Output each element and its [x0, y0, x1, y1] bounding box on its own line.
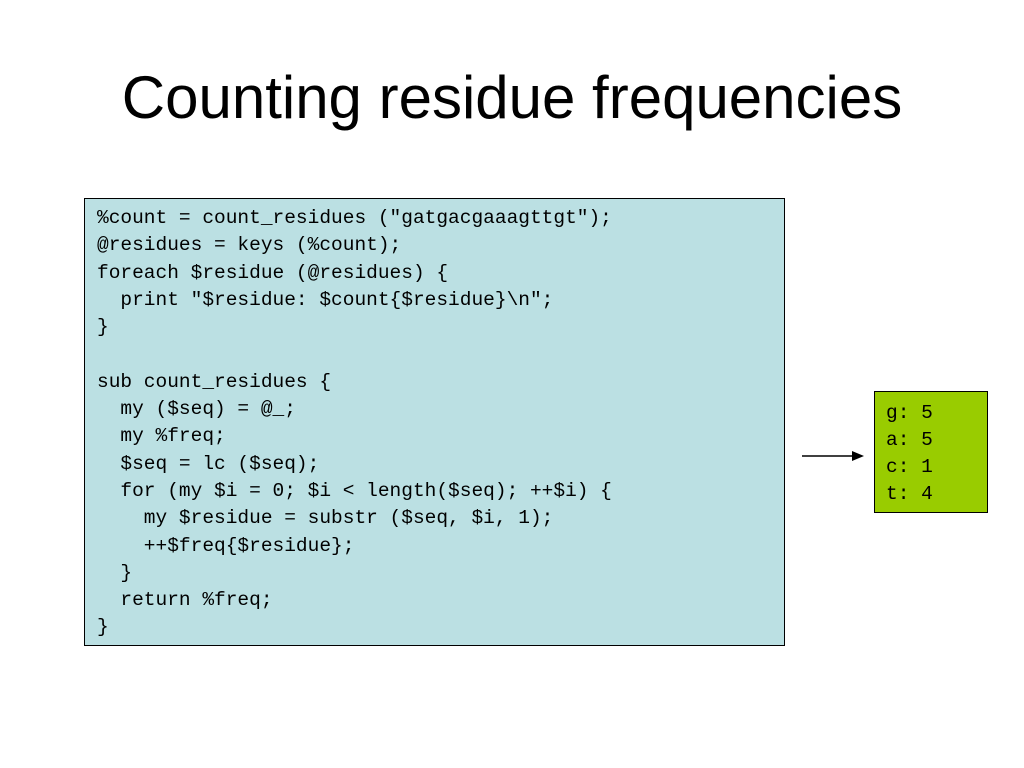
code-line: foreach $residue (@residues) { [97, 261, 449, 284]
code-line: %count = count_residues ("gatgacgaaagttg… [97, 207, 612, 229]
code-line [97, 341, 784, 368]
arrow-right-icon [802, 451, 864, 461]
code-block: %count = count_residues ("gatgacgaaagttg… [84, 198, 785, 646]
code-line: } [97, 316, 109, 339]
output-block: g: 5 a: 5 c: 1 t: 4 [874, 391, 988, 513]
code-line: return %freq; [97, 589, 273, 612]
code-line: print "$residue: $count{$residue}\n"; [97, 288, 554, 311]
output-line: t: 4 [886, 483, 933, 505]
code-line: $seq = lc ($seq); [97, 452, 320, 475]
code-line: for (my $i = 0; $i < length($seq); ++$i)… [97, 479, 612, 502]
code-line: } [97, 561, 133, 584]
slide-title: Counting residue frequencies [121, 64, 903, 131]
output-line: g: 5 [886, 402, 933, 424]
code-line: sub count_residues { [97, 370, 332, 393]
code-line: my ($seq) = @_; [97, 398, 296, 421]
code-line: } [97, 616, 109, 639]
code-line: @residues = keys (%count); [97, 234, 402, 257]
code-line: my $residue = substr ($seq, $i, 1); [97, 507, 554, 530]
output-line: c: 1 [886, 456, 933, 478]
output-line: a: 5 [886, 429, 933, 451]
code-line: my %freq; [97, 425, 226, 448]
code-line: ++$freq{$residue}; [97, 534, 355, 557]
